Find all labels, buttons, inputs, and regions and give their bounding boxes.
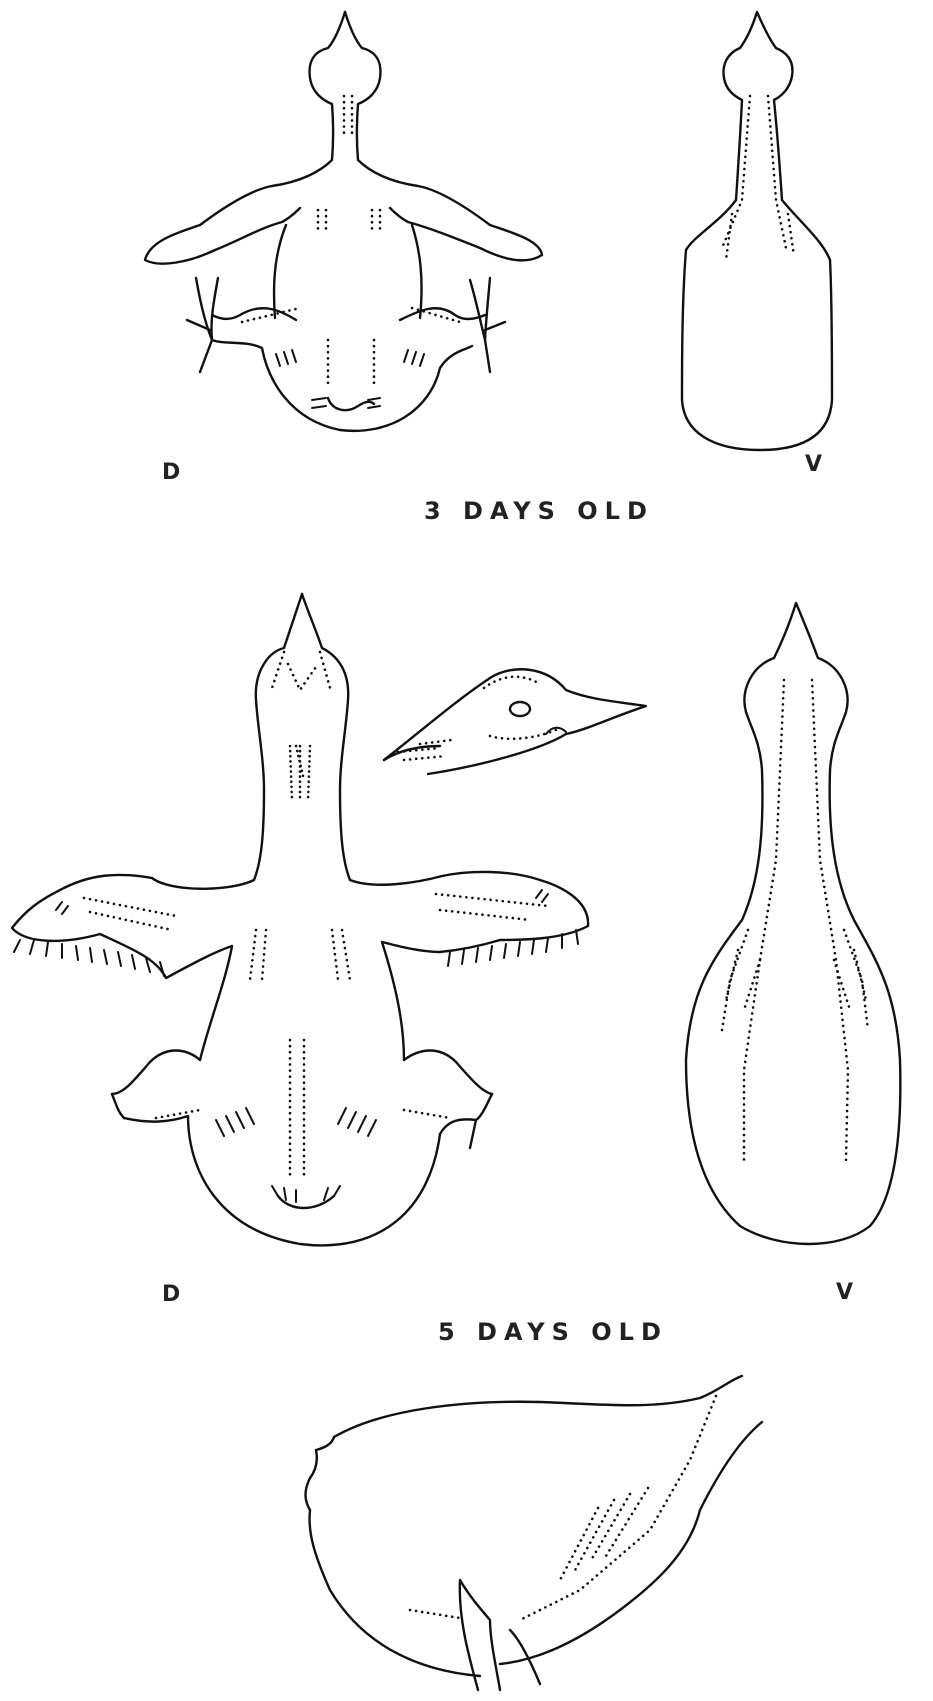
caption-day5: 5 DAYS OLD: [438, 1318, 668, 1346]
lower-body-profile-drawing: [306, 1376, 763, 1690]
day3-ventral-drawing: [682, 12, 832, 450]
dorsal-label-day3: D: [162, 460, 181, 485]
day5-head-profile-drawing: [384, 669, 646, 774]
dorsal-label-day5: D: [162, 1282, 181, 1307]
caption-day3: 3 DAYS OLD: [424, 497, 654, 525]
day3-dorsal-drawing: [145, 12, 542, 431]
day5-dorsal-drawing: [12, 594, 588, 1245]
ventral-label-day5: V: [836, 1280, 854, 1305]
day5-ventral-drawing: [686, 603, 900, 1244]
ventral-label-day3: V: [805, 452, 823, 477]
